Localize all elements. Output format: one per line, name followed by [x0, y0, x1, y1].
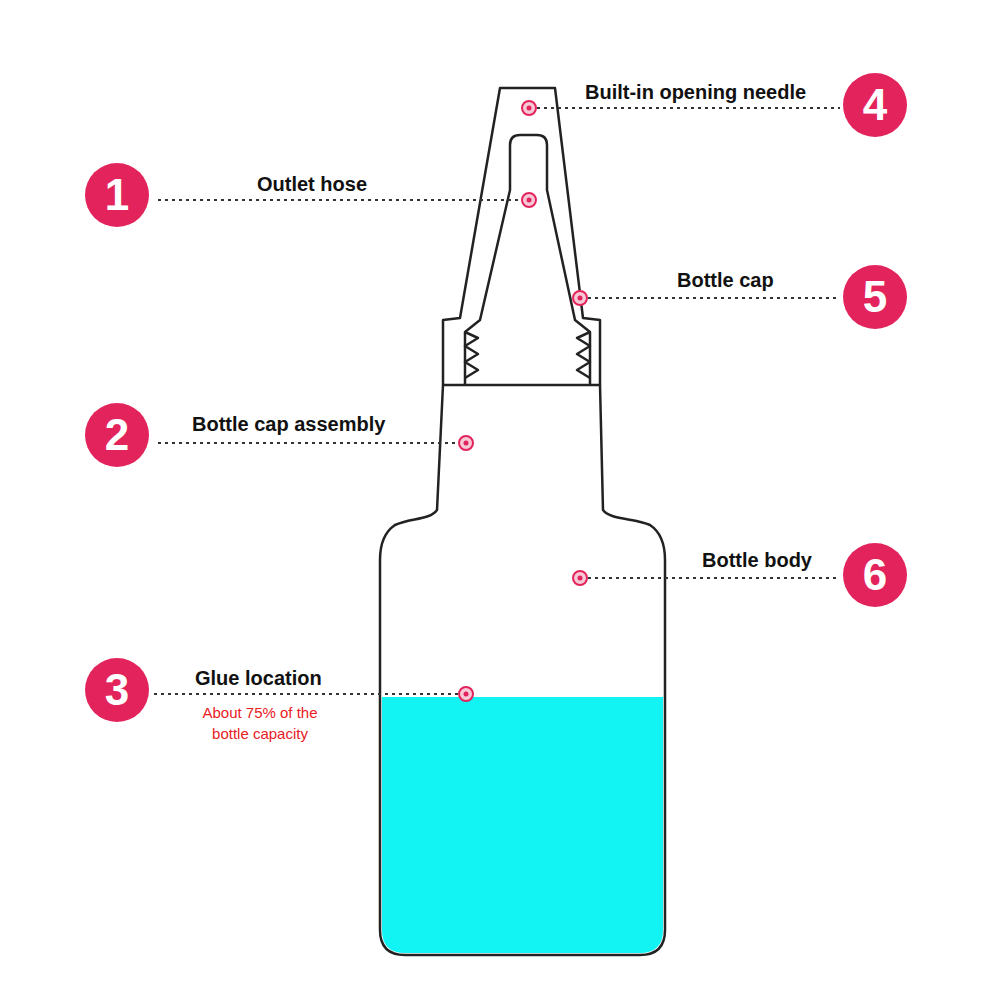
part-name: Glue location: [193, 667, 324, 690]
part-name: Bottle cap: [675, 269, 776, 292]
part-name: Bottle cap assembly: [190, 413, 387, 436]
leader-line: [158, 442, 458, 444]
callout-number: 4: [863, 83, 887, 127]
part-name: Outlet hose: [255, 173, 369, 196]
bottle-body-outline: [380, 385, 665, 955]
part-name: Bottle body: [700, 549, 814, 572]
outlet-hose-outline: [465, 135, 590, 385]
leader-line: [588, 297, 840, 299]
callout-number: 6: [863, 553, 887, 597]
callout-circle: 6: [843, 543, 907, 607]
callout-circle: 2: [85, 403, 149, 467]
leader-line: [537, 107, 840, 109]
callout-number: 1: [105, 173, 129, 217]
marker-dot: [573, 291, 587, 305]
marker-dot: [573, 571, 587, 585]
callout-number: 5: [863, 275, 887, 319]
marker-dot: [459, 436, 473, 450]
marker-dot: [522, 101, 536, 115]
bottle-cap-outline: [443, 88, 600, 385]
leader-line: [154, 693, 458, 695]
thread-right: [577, 332, 590, 378]
glue-fill: [382, 697, 663, 953]
leader-line: [588, 577, 840, 579]
callout-circle: 1: [85, 163, 149, 227]
part-name: Built-in opening needle: [583, 81, 808, 104]
leader-line: [158, 199, 521, 201]
callout-circle: 4: [843, 73, 907, 137]
callout-number: 2: [105, 413, 129, 457]
marker-dot: [459, 687, 473, 701]
callout-circle: 3: [85, 658, 149, 722]
marker-dot: [522, 193, 536, 207]
callout-circle: 5: [843, 265, 907, 329]
capacity-note: About 75% of the bottle capacity: [185, 702, 335, 744]
thread-left: [465, 332, 478, 378]
callout-number: 3: [105, 668, 129, 712]
